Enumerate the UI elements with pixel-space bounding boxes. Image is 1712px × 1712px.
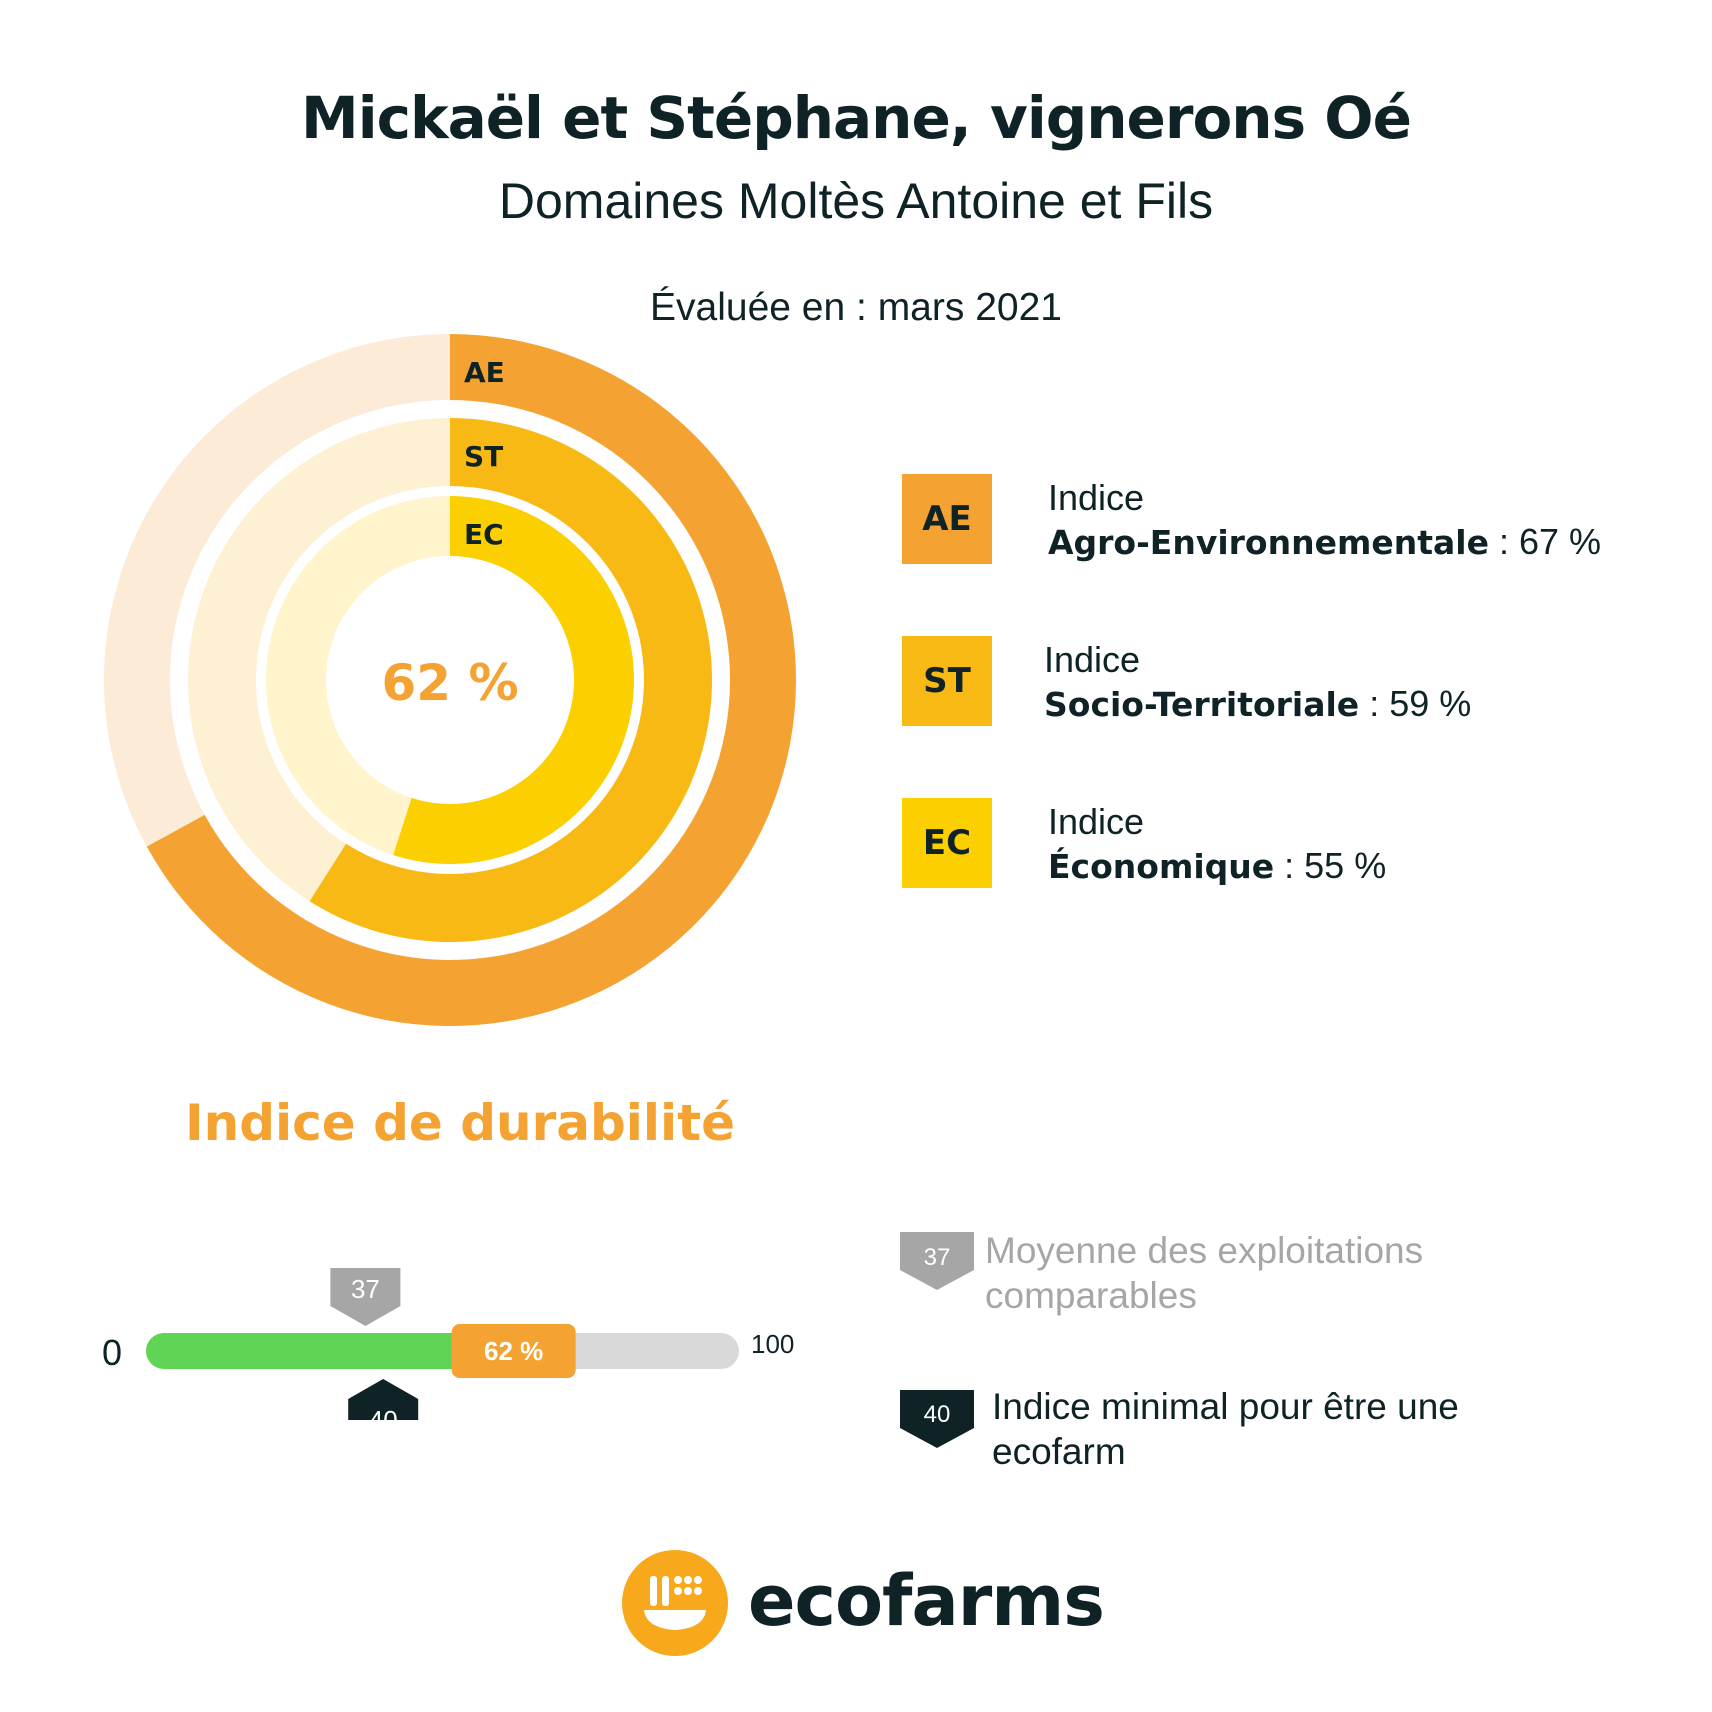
page-subtitle: Domaines Moltès Antoine et Fils <box>498 173 1214 229</box>
legend-value: : 55 % <box>1274 845 1387 886</box>
legend-name: Économique <box>1048 847 1275 886</box>
scale-value-badge <box>451 1324 576 1378</box>
donut-label-ae: AE <box>464 356 505 389</box>
scale-marker-minimum <box>348 1379 419 1420</box>
key-marker-shape <box>900 1232 974 1290</box>
scale-marker-minimum-label: 40 <box>369 1405 398 1420</box>
legend-text-st: Indice Socio-Territoriale : 59 % <box>1044 638 1684 727</box>
legend-prefix: Indice <box>1048 477 1145 518</box>
legend-swatch-st: ST <box>902 636 992 726</box>
page-title: Mickaël et Stéphane, vignerons Oé <box>301 84 1412 152</box>
brand-name: ecofarms <box>748 1560 1105 1642</box>
donut-segment-st <box>309 418 712 942</box>
scale-min-label: 0 <box>102 1332 122 1373</box>
key-marker-minimum: 40 <box>900 1390 974 1448</box>
evaluation-date: Évaluée en : mars 2021 <box>650 286 1062 329</box>
donut-center-value: 62 % <box>381 654 518 712</box>
legend-swatch-ae: AE <box>902 474 992 564</box>
key-marker-shape <box>900 1390 974 1448</box>
sustainability-scale-bar: 0 100 62 % 37 40 <box>102 1268 794 1420</box>
key-marker-label: 37 <box>924 1244 951 1271</box>
key-text-line: comparables <box>985 1275 1197 1316</box>
legend-name: Socio-Territoriale <box>1044 685 1360 724</box>
scale-marker-average <box>330 1268 401 1326</box>
key-text-line: Moyenne des exploitations <box>985 1230 1424 1271</box>
key-marker-label: 40 <box>924 1401 951 1428</box>
scale-max-label: 100 <box>751 1329 794 1359</box>
sustainability-index-title: Indice de durabilité <box>185 1094 735 1152</box>
donut-track-st <box>187 418 450 902</box>
legend-prefix: Indice <box>1048 801 1145 842</box>
legend-value: : 67 % <box>1488 521 1602 562</box>
key-text-minimum: Indice minimal pour être une ecofarm <box>992 1384 1632 1474</box>
donut-label-st: ST <box>464 440 503 473</box>
donut-label-ec: EC <box>464 518 504 551</box>
key-text-average: Moyenne des exploitations comparables <box>985 1228 1625 1318</box>
donut-segment-ec <box>393 496 635 864</box>
scale-fill <box>146 1333 514 1369</box>
sustainability-donut-chart: AE ST EC 62 % <box>104 334 797 1026</box>
wheat-basket-icon <box>622 1550 728 1656</box>
scale-marker-average-label: 37 <box>351 1274 380 1304</box>
key-text-line: Indice minimal pour être une <box>992 1386 1459 1427</box>
key-text-line: ecofarm <box>992 1431 1126 1472</box>
legend-text-ec: Indice Économique : 55 % <box>1048 800 1688 889</box>
scale-value-label: 62 % <box>484 1336 543 1366</box>
donut-track-ae <box>104 334 450 847</box>
legend-swatch-ec: EC <box>902 798 992 888</box>
legend-value: : 59 % <box>1359 683 1472 724</box>
legend-name: Agro-Environnementale <box>1048 523 1489 562</box>
legend-prefix: Indice <box>1044 639 1141 680</box>
legend-text-ae: Indice Agro-Environnementale : 67 % <box>1048 476 1688 565</box>
key-marker-average: 37 <box>900 1232 974 1290</box>
donut-track-ec <box>266 496 450 855</box>
